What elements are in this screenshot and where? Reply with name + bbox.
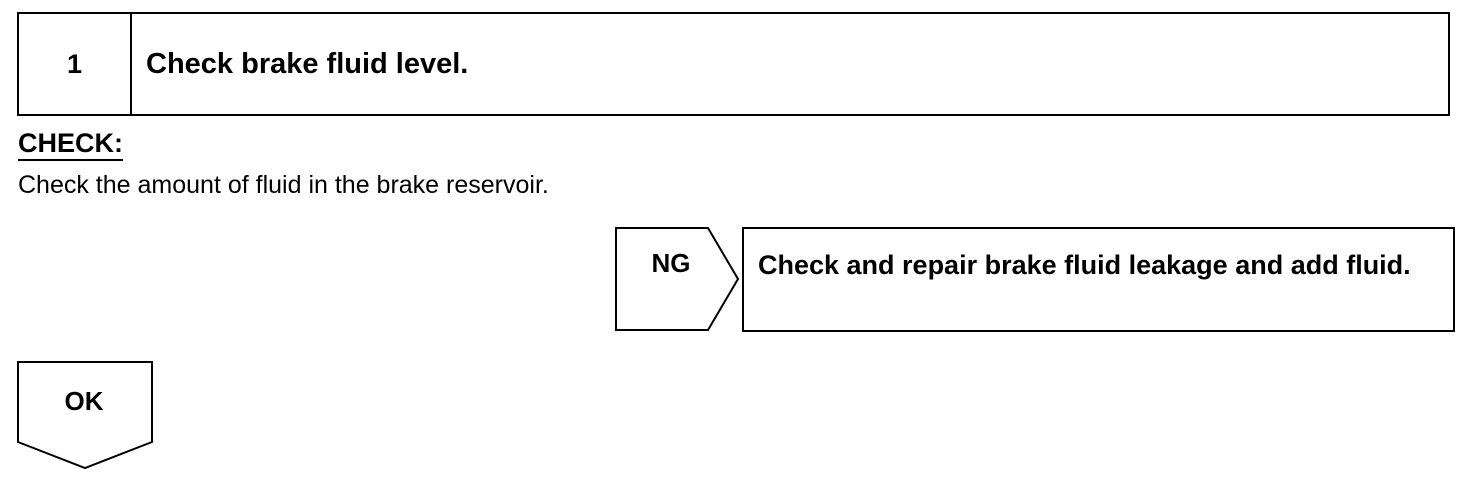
ng-arrow-icon bbox=[615, 227, 740, 331]
ng-result-box: Check and repair brake fluid leakage and… bbox=[742, 227, 1455, 332]
step-number: 1 bbox=[19, 14, 132, 114]
ok-label: OK bbox=[64, 386, 104, 416]
ng-label: NG bbox=[651, 248, 691, 278]
check-heading: CHECK: bbox=[18, 128, 123, 161]
ok-arrow-icon bbox=[17, 361, 153, 470]
step-title: Check brake fluid level. bbox=[146, 47, 469, 80]
check-instruction: Check the amount of fluid in the brake r… bbox=[18, 171, 549, 199]
step-header-box: 1 Check brake fluid level. bbox=[17, 12, 1450, 116]
